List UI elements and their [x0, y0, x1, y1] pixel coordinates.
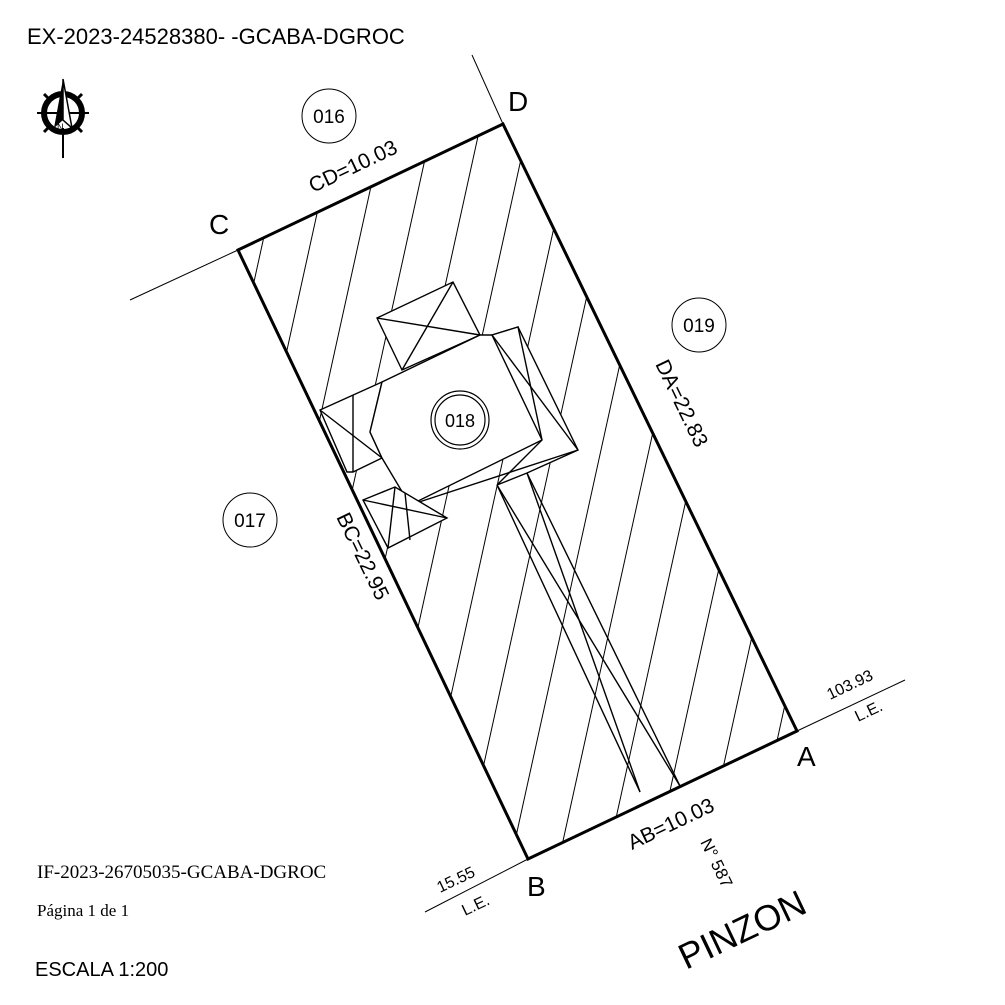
- expediente-title: EX-2023-24528380- -GCABA-DGROC: [27, 24, 405, 49]
- neighbor-parcel-019[interactable]: 019: [671, 297, 727, 353]
- parcel-018-marker[interactable]: 018: [430, 390, 490, 450]
- north-arrow-icon: N: [37, 78, 89, 158]
- vertex-d: D: [508, 86, 528, 117]
- le-left-label: L.E.: [459, 892, 492, 920]
- lot-boundary-extensions: [129, 54, 906, 913]
- street-name: PINZON: [672, 882, 812, 977]
- hatch-line: [453, 124, 631, 859]
- hatch-line: [838, 100, 1005, 900]
- page-indicator: Página 1 de 1: [37, 901, 129, 920]
- vertex-a: A: [797, 741, 816, 772]
- svg-text:N: N: [57, 122, 64, 132]
- le-left-value: 15.55: [434, 864, 478, 897]
- svg-text:017: 017: [234, 511, 266, 532]
- le-right-value: 103.93: [824, 667, 876, 703]
- svg-text:016: 016: [313, 107, 345, 128]
- parcel-boundary: [236, 122, 800, 861]
- vertex-c: C: [209, 209, 229, 240]
- svg-text:019: 019: [683, 316, 715, 337]
- hatch-line: [0, 100, 150, 900]
- parcel-hatching: [0, 100, 1005, 900]
- vertex-b: B: [527, 871, 546, 902]
- neighbor-parcel-016[interactable]: 016: [301, 88, 357, 144]
- neighbor-parcel-017[interactable]: 017: [222, 492, 278, 548]
- hatch-line: [693, 124, 797, 859]
- document-id: IF-2023-26705035-GCABA-DGROC: [37, 862, 326, 883]
- parcel-number: 018: [445, 411, 475, 431]
- hatch-line: [645, 124, 797, 859]
- hatch-line: [789, 124, 797, 859]
- hatch-line: [22, 100, 198, 900]
- hatch-line: [549, 124, 727, 859]
- hatch-line: [886, 100, 1005, 900]
- dimension-cd: CD=10.03: [305, 136, 401, 198]
- dimension-da: DA=22.83: [650, 356, 712, 451]
- hatch-line: [405, 124, 583, 859]
- scale-label: ESCALA 1:200: [35, 959, 168, 981]
- hatch-line: [501, 124, 679, 859]
- street-number: N° 587: [696, 835, 736, 890]
- building-outlines: [319, 281, 681, 793]
- hatch-line: [741, 124, 797, 859]
